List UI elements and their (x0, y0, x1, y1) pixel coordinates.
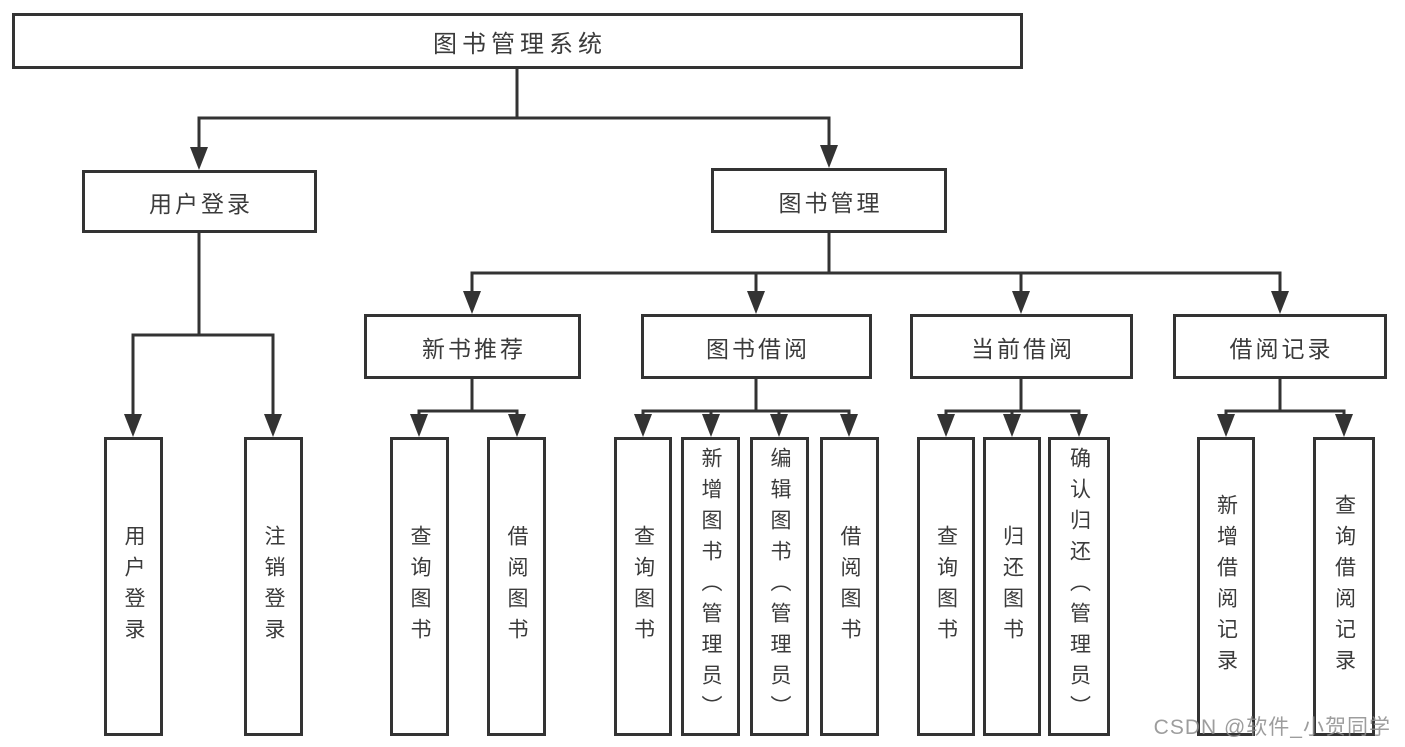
leaf-query-books-current: 查询图书 (917, 437, 975, 736)
node-user-login: 用户登录 (82, 170, 317, 233)
arrowhead (840, 414, 858, 437)
leaf-add-borrow-record: 新增借阅记录 (1197, 437, 1255, 736)
arrowhead (770, 414, 788, 437)
connector-bookmgmt-to-level3 (470, 231, 1282, 296)
arrowhead (634, 414, 652, 437)
node-root: 图书管理系统 (12, 13, 1023, 69)
arrowhead (124, 414, 142, 437)
arrowhead (747, 291, 765, 314)
arrowhead (264, 414, 282, 437)
arrowhead (702, 414, 720, 437)
arrowhead (1271, 291, 1289, 314)
arrowhead (410, 414, 428, 437)
watermark: CSDN @软件_小贺同学 (1153, 716, 1391, 739)
arrowhead (508, 414, 526, 437)
connector-borrow-to-children (641, 377, 851, 420)
connector-newbook-to-children (417, 377, 519, 420)
arrowhead (190, 147, 208, 170)
node-current-borrowing: 当前借阅 (910, 314, 1133, 379)
arrowhead (1070, 414, 1088, 437)
arrowhead (820, 145, 838, 168)
node-book-borrowing: 图书借阅 (641, 314, 872, 379)
leaf-borrow-books-recommend: 借阅图书 (487, 437, 546, 736)
connector-current-to-children (944, 377, 1081, 420)
connector-userlogin-to-children (131, 231, 275, 420)
connector-records-to-children (1224, 377, 1346, 420)
connector-root-to-level2 (197, 67, 831, 152)
leaf-query-borrow-record: 查询借阅记录 (1313, 437, 1375, 736)
arrowhead (1335, 414, 1353, 437)
arrowhead (1012, 291, 1030, 314)
node-new-book-recommendation: 新书推荐 (364, 314, 581, 379)
arrowhead (1003, 414, 1021, 437)
leaf-borrow-books-borrowing: 借阅图书 (820, 437, 879, 736)
leaf-return-books: 归还图书 (983, 437, 1041, 736)
arrowhead (937, 414, 955, 437)
node-borrowing-records: 借阅记录 (1173, 314, 1387, 379)
node-book-management: 图书管理 (711, 168, 947, 233)
leaf-query-books-recommend: 查询图书 (390, 437, 449, 736)
leaf-add-book-admin: 新增图书（管理员） (681, 437, 740, 736)
leaf-query-books-borrowing: 查询图书 (614, 437, 672, 736)
arrowhead (1217, 414, 1235, 437)
arrowhead (463, 291, 481, 314)
leaf-user-login: 用户登录 (104, 437, 163, 736)
leaf-edit-book-admin: 编辑图书（管理员） (750, 437, 809, 736)
leaf-logout: 注销登录 (244, 437, 303, 736)
leaf-confirm-return-admin: 确认归还（管理员） (1048, 437, 1110, 736)
